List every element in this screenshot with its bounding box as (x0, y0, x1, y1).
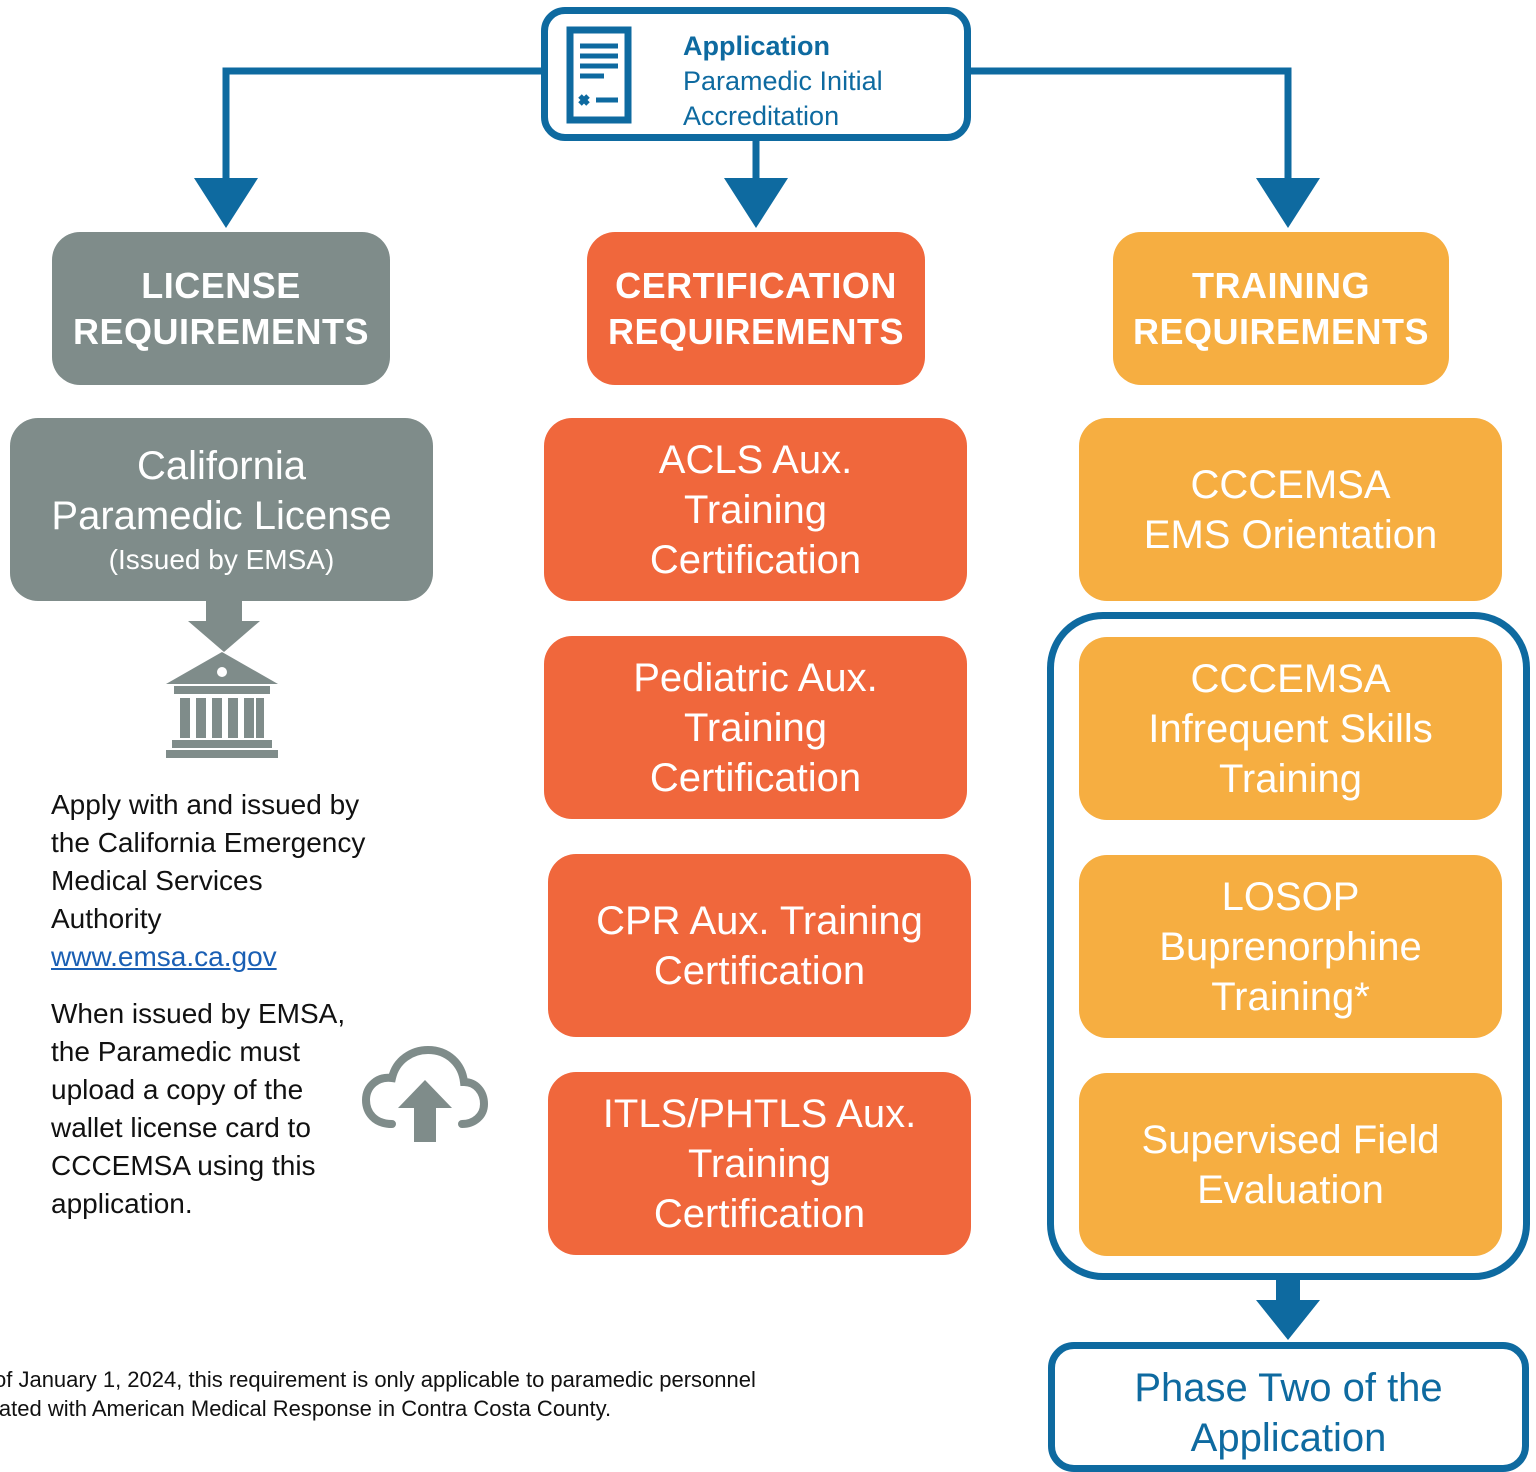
arrow-license (194, 178, 258, 228)
arrow-training (1256, 178, 1320, 228)
supervised-field-evaluation-box: Supervised Field Evaluation (1079, 1073, 1502, 1256)
arrow-certification (724, 178, 788, 228)
cloud-upload-icon (362, 1046, 488, 1142)
losop-buprenorphine-training-box: LOSOP Buprenorphine Training* (1079, 855, 1502, 1038)
ems-orientation-box: CCCEMSA EMS Orientation (1079, 418, 1502, 601)
application-line1: Paramedic Initial (683, 66, 883, 96)
certification-requirements-header: CERTIFICATION REQUIREMENTS (587, 232, 925, 385)
application-text: Application Paramedic Initial Accreditat… (683, 29, 883, 134)
pediatric-certification-box: Pediatric Aux. Training Certification (544, 636, 967, 819)
infrequent-skills-training-box: CCCEMSA Infrequent Skills Training (1079, 637, 1502, 820)
arrow-phase-two (1256, 1300, 1320, 1340)
california-paramedic-license-box: California Paramedic License (Issued by … (10, 418, 433, 601)
application-box: Application Paramedic Initial Accreditat… (541, 7, 971, 141)
license-requirements-header: LICENSE REQUIREMENTS (52, 232, 390, 385)
itls-phtls-certification-box: ITLS/PHTLS Aux. Training Certification (548, 1072, 971, 1255)
training-requirements-header: TRAINING REQUIREMENTS (1113, 232, 1449, 385)
application-title: Application (683, 31, 830, 61)
acls-certification-box: ACLS Aux. Training Certification (544, 418, 967, 601)
footnote: of January 1, 2024, this requirement is … (0, 1367, 756, 1421)
phase-two-box: Phase Two of the Application (1048, 1342, 1529, 1472)
phase-one-training-group (1047, 612, 1530, 1280)
upload-instructions: When issued by EMSA, the Paramedic must … (51, 998, 346, 1219)
application-line2: Accreditation (683, 101, 840, 131)
government-building-icon (166, 652, 278, 758)
license-description: Apply with and issued by the California … (51, 789, 366, 972)
emsa-website-link[interactable]: www.emsa.ca.gov (51, 941, 277, 972)
document-form-icon (566, 26, 632, 124)
cpr-certification-box: CPR Aux. Training Certification (548, 854, 971, 1037)
